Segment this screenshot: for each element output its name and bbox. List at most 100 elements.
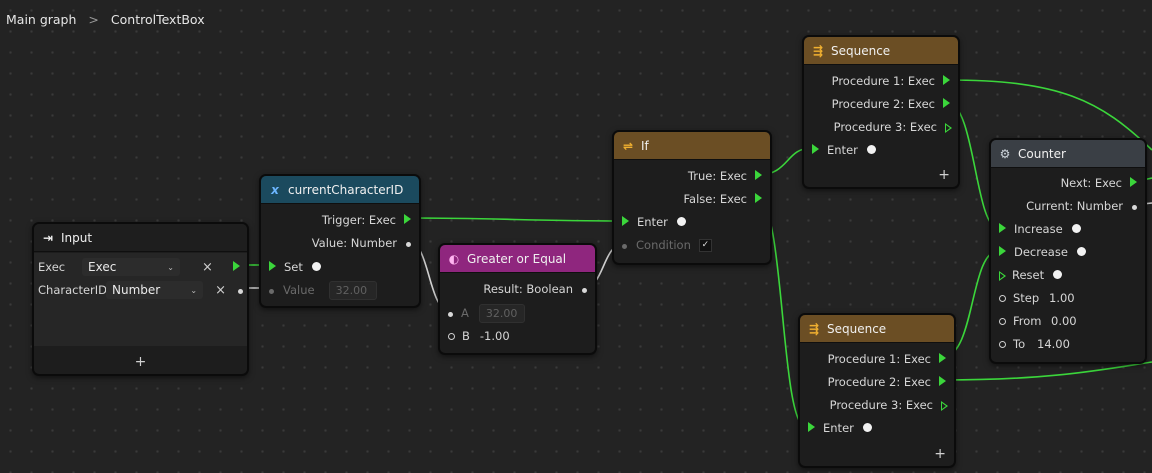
- procedure-1-port[interactable]: [939, 352, 946, 366]
- procedure-3-label: Procedure 3: Exec: [829, 398, 933, 412]
- true-output-port[interactable]: [755, 169, 762, 183]
- condition-checkbox[interactable]: ✓: [698, 238, 712, 252]
- a-input-row: A 32.00: [448, 303, 525, 323]
- add-procedure-button-bottom[interactable]: +: [934, 446, 946, 462]
- to-input-field[interactable]: 14.00: [1037, 337, 1070, 351]
- next-output-port[interactable]: [1130, 176, 1137, 190]
- reset-input-row: Reset: [999, 265, 1063, 285]
- set-input-port[interactable]: [269, 260, 276, 274]
- value-output-port[interactable]: [406, 236, 411, 250]
- value-input-port[interactable]: [269, 283, 274, 297]
- greater-or-equal-header[interactable]: ◐ Greater or Equal: [440, 245, 595, 273]
- reset-input-port[interactable]: [999, 268, 1006, 282]
- step-input-field[interactable]: 1.00: [1049, 291, 1075, 305]
- input-characterid-type-select[interactable]: Number⌄: [106, 281, 204, 299]
- from-input-port[interactable]: [999, 314, 1006, 328]
- counter-node[interactable]: ⚙ Counter Next: Exec Current: Number Inc…: [989, 138, 1147, 364]
- increase-input-port[interactable]: [999, 222, 1006, 236]
- increase-trigger-knob[interactable]: [1071, 222, 1081, 236]
- sequence-bottom-enter-label: Enter: [823, 421, 854, 435]
- sequence-bottom-enter-port[interactable]: [808, 421, 815, 435]
- if-node-header[interactable]: ⇌ If: [614, 132, 770, 160]
- sequence-bottom-header[interactable]: ⇶ Sequence: [800, 315, 954, 343]
- variable-node[interactable]: x currentCharacterID Trigger: Exec Value…: [259, 174, 421, 308]
- sequence-icon: ⇶: [812, 43, 824, 58]
- decrease-trigger-knob[interactable]: [1076, 245, 1086, 259]
- add-procedure-button-top[interactable]: +: [938, 167, 950, 183]
- input-exec-type-select[interactable]: Exec⌄: [82, 258, 180, 276]
- decrease-input-label: Decrease: [1014, 245, 1068, 259]
- sequence-node-top[interactable]: ⇶ Sequence Procedure 1: Exec Procedure 2…: [802, 35, 960, 189]
- variable-icon: x: [271, 182, 279, 197]
- current-output-row: Current: Number: [1026, 196, 1137, 216]
- remove-exec-button[interactable]: ×: [202, 259, 213, 275]
- step-input-row: Step 1.00: [999, 288, 1075, 308]
- add-input-button[interactable]: +: [134, 354, 147, 370]
- sequence-top-header[interactable]: ⇶ Sequence: [804, 37, 958, 65]
- input-row-characterid: CharacterID Number⌄ ×: [38, 280, 243, 300]
- a-input-port[interactable]: [448, 306, 453, 320]
- value-output-label: Value: Number: [311, 236, 397, 250]
- procedure-2-port[interactable]: [939, 375, 946, 389]
- set-trigger-knob[interactable]: [311, 260, 321, 274]
- condition-input-row: Condition ✓: [622, 235, 712, 255]
- greater-or-equal-title: Greater or Equal: [467, 251, 567, 266]
- b-input-field[interactable]: -1.00: [479, 329, 510, 343]
- step-input-label: Step: [1013, 291, 1040, 305]
- reset-trigger-knob[interactable]: [1053, 268, 1063, 282]
- sequence-top-enter-port[interactable]: [812, 143, 819, 157]
- from-input-row: From 0.00: [999, 311, 1077, 331]
- wire-bproc2-out: [942, 361, 1152, 381]
- enter-input-row: Enter: [622, 212, 686, 232]
- step-input-port[interactable]: [999, 291, 1006, 305]
- sequence-top-enter-knob[interactable]: [866, 143, 876, 157]
- procedure-3-port[interactable]: [945, 120, 952, 134]
- remove-characterid-button[interactable]: ×: [215, 282, 226, 298]
- procedure-1-port[interactable]: [943, 74, 950, 88]
- breadcrumb-current[interactable]: ControlTextBox: [110, 12, 205, 27]
- greater-or-equal-node[interactable]: ◐ Greater or Equal Result: Boolean A 32.…: [438, 243, 597, 355]
- breadcrumb-root[interactable]: Main graph: [6, 12, 77, 27]
- result-output-port[interactable]: [582, 282, 587, 296]
- enter-trigger-knob[interactable]: [676, 215, 686, 229]
- result-output-label: Result: Boolean: [483, 282, 573, 296]
- value-output-row: Value: Number: [312, 233, 411, 253]
- counter-node-header[interactable]: ⚙ Counter: [991, 140, 1145, 168]
- variable-node-header[interactable]: x currentCharacterID: [261, 176, 419, 204]
- false-output-port[interactable]: [755, 192, 762, 206]
- trigger-output-port[interactable]: [404, 213, 411, 227]
- input-node[interactable]: ⇥ Input Exec Exec⌄ × CharacterID Number⌄…: [32, 222, 249, 376]
- true-output-label: True: Exec: [687, 169, 747, 183]
- exec-output-port[interactable]: [232, 260, 240, 274]
- procedure-2-label: Procedure 2: Exec: [831, 97, 935, 111]
- sequence-bottom-output-2: Procedure 2: Exec: [828, 372, 946, 392]
- if-node[interactable]: ⇌ If True: Exec False: Exec Enter Condit…: [612, 130, 772, 265]
- gear-icon: ⚙: [999, 146, 1011, 161]
- sequence-bottom-enter-knob[interactable]: [862, 421, 872, 435]
- true-output-row: True: Exec: [688, 166, 762, 186]
- breadcrumb-separator: >: [88, 12, 99, 27]
- procedure-3-label: Procedure 3: Exec: [833, 120, 937, 134]
- sequence-top-enter-label: Enter: [827, 143, 858, 157]
- condition-input-port[interactable]: [622, 238, 627, 252]
- to-input-port[interactable]: [999, 337, 1006, 351]
- procedure-3-port[interactable]: [941, 398, 948, 412]
- sequence-node-bottom[interactable]: ⇶ Sequence Procedure 1: Exec Procedure 2…: [798, 313, 956, 468]
- enter-input-port[interactable]: [622, 215, 629, 229]
- b-input-port[interactable]: [448, 329, 455, 343]
- a-input-field[interactable]: 32.00: [478, 303, 525, 323]
- value-input-field[interactable]: 32.00: [328, 280, 377, 300]
- branch-icon: ⇌: [622, 138, 634, 153]
- from-input-field[interactable]: 0.00: [1051, 314, 1077, 328]
- current-output-port[interactable]: [1132, 199, 1137, 213]
- characterid-output-port[interactable]: [238, 283, 243, 297]
- input-node-header[interactable]: ⇥ Input: [34, 224, 247, 252]
- sequence-bottom-output-3: Procedure 3: Exec: [829, 395, 948, 415]
- procedure-2-port[interactable]: [943, 97, 950, 111]
- value-input-label: Value: [283, 283, 315, 297]
- set-input-label: Set: [284, 260, 303, 274]
- sequence-top-title: Sequence: [831, 43, 891, 58]
- input-row-exec: Exec Exec⌄ ×: [38, 257, 243, 277]
- next-output-label: Next: Exec: [1060, 176, 1122, 190]
- decrease-input-port[interactable]: [999, 245, 1006, 259]
